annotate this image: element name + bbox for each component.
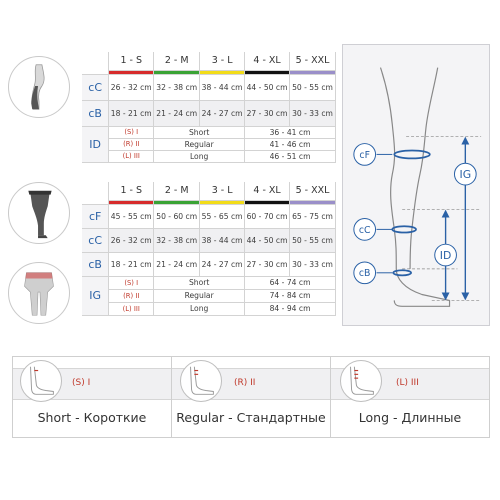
length-name: Regular — [153, 137, 246, 151]
length-code-short: (S) I — [72, 378, 91, 388]
length-name: Long — [153, 301, 246, 316]
measurement-cell: 50 - 55 cm — [289, 73, 336, 101]
length-range: 46 - 51 cm — [244, 149, 336, 163]
leg-measurement-diagram: cF cC cB IG ID — [342, 44, 490, 326]
length-fit-code: (R) II — [108, 288, 155, 303]
length-name: Long — [153, 149, 246, 163]
length-option-long — [330, 356, 490, 438]
length-name: Short — [153, 125, 246, 139]
id-label-circle — [434, 243, 457, 267]
length-name-regular: Regular - Стандартные — [176, 410, 326, 425]
length-code-long: (L) III — [396, 378, 419, 388]
measurement-cell: 30 - 33 cm — [289, 251, 336, 277]
ig-label: IG — [460, 168, 472, 181]
measurement-cell: 27 - 30 cm — [244, 99, 291, 127]
measurement-cell: 45 - 55 cm — [108, 203, 155, 229]
size-header: 2 - M — [153, 182, 201, 201]
measurement-cell: 32 - 38 cm — [153, 227, 201, 253]
size-color-bar — [289, 70, 336, 74]
size-header: 3 - L — [199, 52, 246, 71]
length-range: 84 - 94 cm — [244, 301, 336, 316]
row-label-cB: cB — [82, 99, 110, 127]
knee-high-stocking-icon — [8, 56, 70, 118]
length-name: Short — [153, 275, 246, 290]
measurement-cell: 27 - 30 cm — [244, 251, 291, 277]
measurement-cell: 18 - 21 cm — [108, 251, 155, 277]
length-legend-band — [12, 368, 490, 400]
cc-label: cC — [359, 225, 371, 236]
measurement-cell: 24 - 27 cm — [199, 99, 246, 127]
length-range: 41 - 46 cm — [244, 137, 336, 151]
measurement-cell: 60 - 70 cm — [244, 203, 291, 229]
length-fit-code: (L) III — [108, 301, 155, 316]
length-fit-code: (L) III — [108, 149, 155, 163]
cf-ring-icon — [393, 149, 431, 160]
size-header: 4 - XL — [244, 52, 291, 71]
size-header: 5 - XXL — [289, 52, 336, 71]
size-header: 5 - XXL — [289, 182, 336, 201]
length-range: 36 - 41 cm — [244, 125, 336, 139]
row-label-cC: cC — [82, 227, 110, 253]
length-name-short: Short - Короткие — [37, 410, 147, 425]
size-color-bar — [108, 70, 155, 74]
size-header: 1 - S — [108, 182, 155, 201]
cc-ring-icon — [391, 225, 417, 234]
leg-outline-front — [379, 67, 451, 307]
length-fit-code: (S) I — [108, 125, 155, 139]
measurement-cell: 26 - 32 cm — [108, 227, 155, 253]
row-label-cC: cC — [82, 73, 110, 101]
measurement-cell: 32 - 38 cm — [153, 73, 201, 101]
measurement-cell: 18 - 21 cm — [108, 99, 155, 127]
measurement-cell: 65 - 75 cm — [289, 203, 336, 229]
size-color-bar — [108, 200, 155, 204]
size-header: 4 - XL — [244, 182, 291, 201]
measurement-cell: 55 - 65 cm — [199, 203, 246, 229]
length-fit-code: (S) I — [108, 275, 155, 290]
size-header: 3 - L — [199, 182, 246, 201]
size-table-thigh-high: 1 - S 2 - M 3 - L 4 - XL 5 - XXL cF 45 -… — [82, 182, 336, 316]
measurement-cell: 44 - 50 cm — [244, 73, 291, 101]
measurement-cell: 44 - 50 cm — [244, 227, 291, 253]
measurement-cell: 24 - 27 cm — [199, 251, 246, 277]
ig-label-circle — [453, 162, 477, 186]
size-header: 2 - M — [153, 52, 201, 71]
measurement-cell: 38 - 44 cm — [199, 227, 246, 253]
measurement-cell: 26 - 32 cm — [108, 73, 155, 101]
short-length-foot-icon — [20, 360, 62, 402]
leg-outline-back — [409, 67, 439, 269]
size-header: 1 - S — [108, 52, 155, 71]
length-range: 74 - 84 cm — [244, 288, 336, 303]
regular-length-foot-icon — [180, 360, 222, 402]
measurement-cell: 50 - 55 cm — [289, 227, 336, 253]
length-code-regular: (R) II — [234, 378, 256, 388]
size-table-knee-high: 1 - S 2 - M 3 - L 4 - XL 5 - XXL cC 26 -… — [82, 52, 336, 163]
row-label-ID: ID — [82, 125, 110, 163]
cf-label-circle — [353, 143, 377, 166]
row-label-cF: cF — [82, 203, 110, 229]
pantyhose-icon — [8, 262, 70, 324]
length-range: 64 - 74 cm — [244, 275, 336, 290]
cb-label: cB — [359, 268, 371, 279]
measurement-cell: 21 - 24 cm — [153, 251, 201, 277]
row-label-cB: cB — [82, 251, 110, 277]
row-label-IG: IG — [82, 275, 110, 316]
measurement-cell: 38 - 44 cm — [199, 73, 246, 101]
size-color-bar — [289, 200, 336, 204]
long-length-foot-icon — [340, 360, 382, 402]
cb-ring-icon — [392, 269, 412, 277]
length-name: Regular — [153, 288, 246, 303]
measurement-cell: 30 - 33 cm — [289, 99, 336, 127]
measurement-cell: 21 - 24 cm — [153, 99, 201, 127]
measurement-cell: 50 - 60 cm — [153, 203, 201, 229]
length-name-long: Long - Длинные — [358, 410, 462, 425]
cf-label: cF — [359, 150, 370, 161]
thigh-high-stocking-icon — [8, 182, 70, 244]
length-fit-code: (R) II — [108, 137, 155, 151]
id-label: ID — [440, 249, 452, 262]
cb-label-circle — [353, 261, 377, 285]
cc-label-circle — [353, 218, 377, 241]
